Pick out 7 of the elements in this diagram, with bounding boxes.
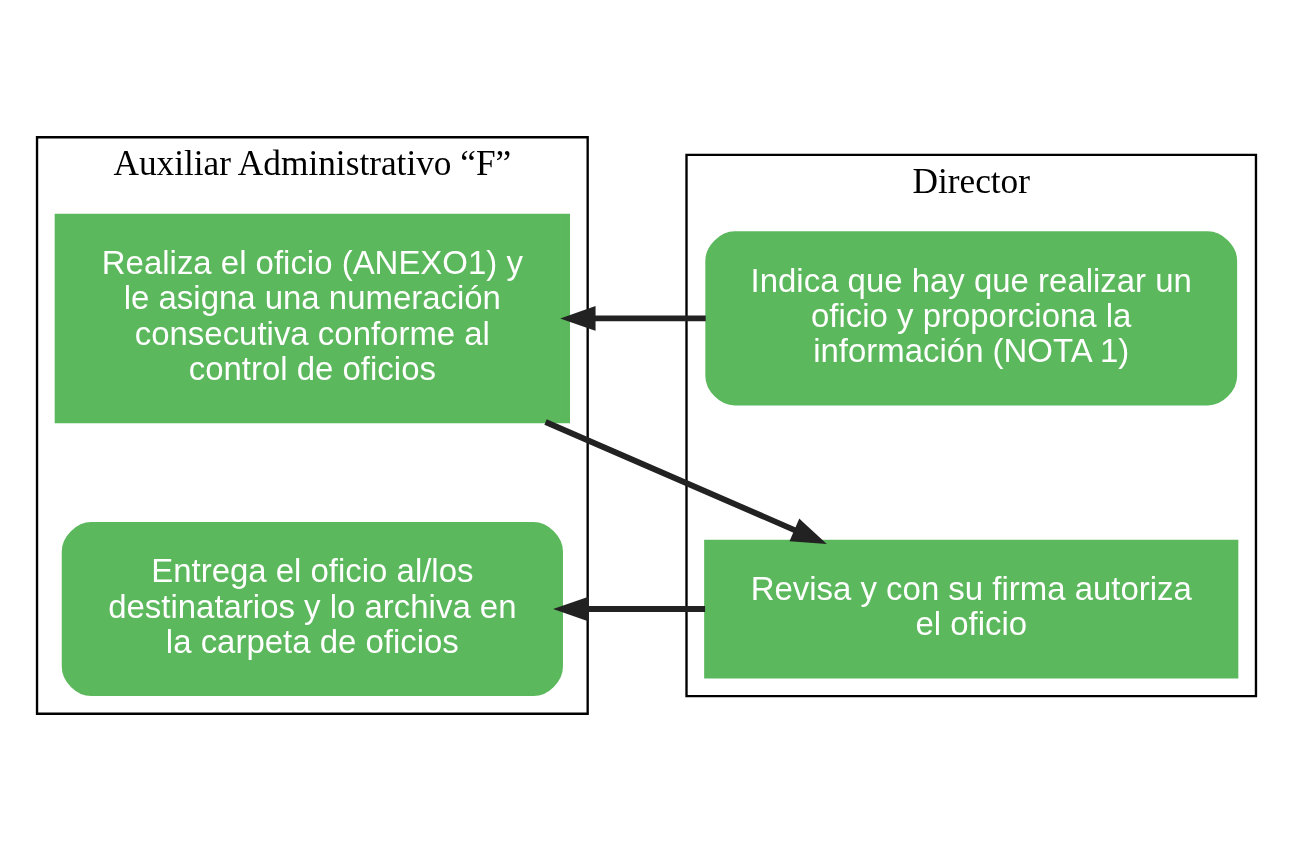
node-box: Indica que hay que realizar un oficio y proporciona la información (NOTA 1) [705,230,1238,405]
node-box: Realiza el oficio (ANEXO1) y le asigna una numeración consecutiva conforme al control de oficios [54,213,571,423]
arrow [544,418,827,544]
arrow [560,305,706,331]
node-box: Revisa y con su firma autoriza el oficio [704,539,1239,678]
arrow [553,596,706,621]
node-box: Entrega el oficio al/los destinatarios y lo archiva en la carpeta de oficios [61,521,563,696]
